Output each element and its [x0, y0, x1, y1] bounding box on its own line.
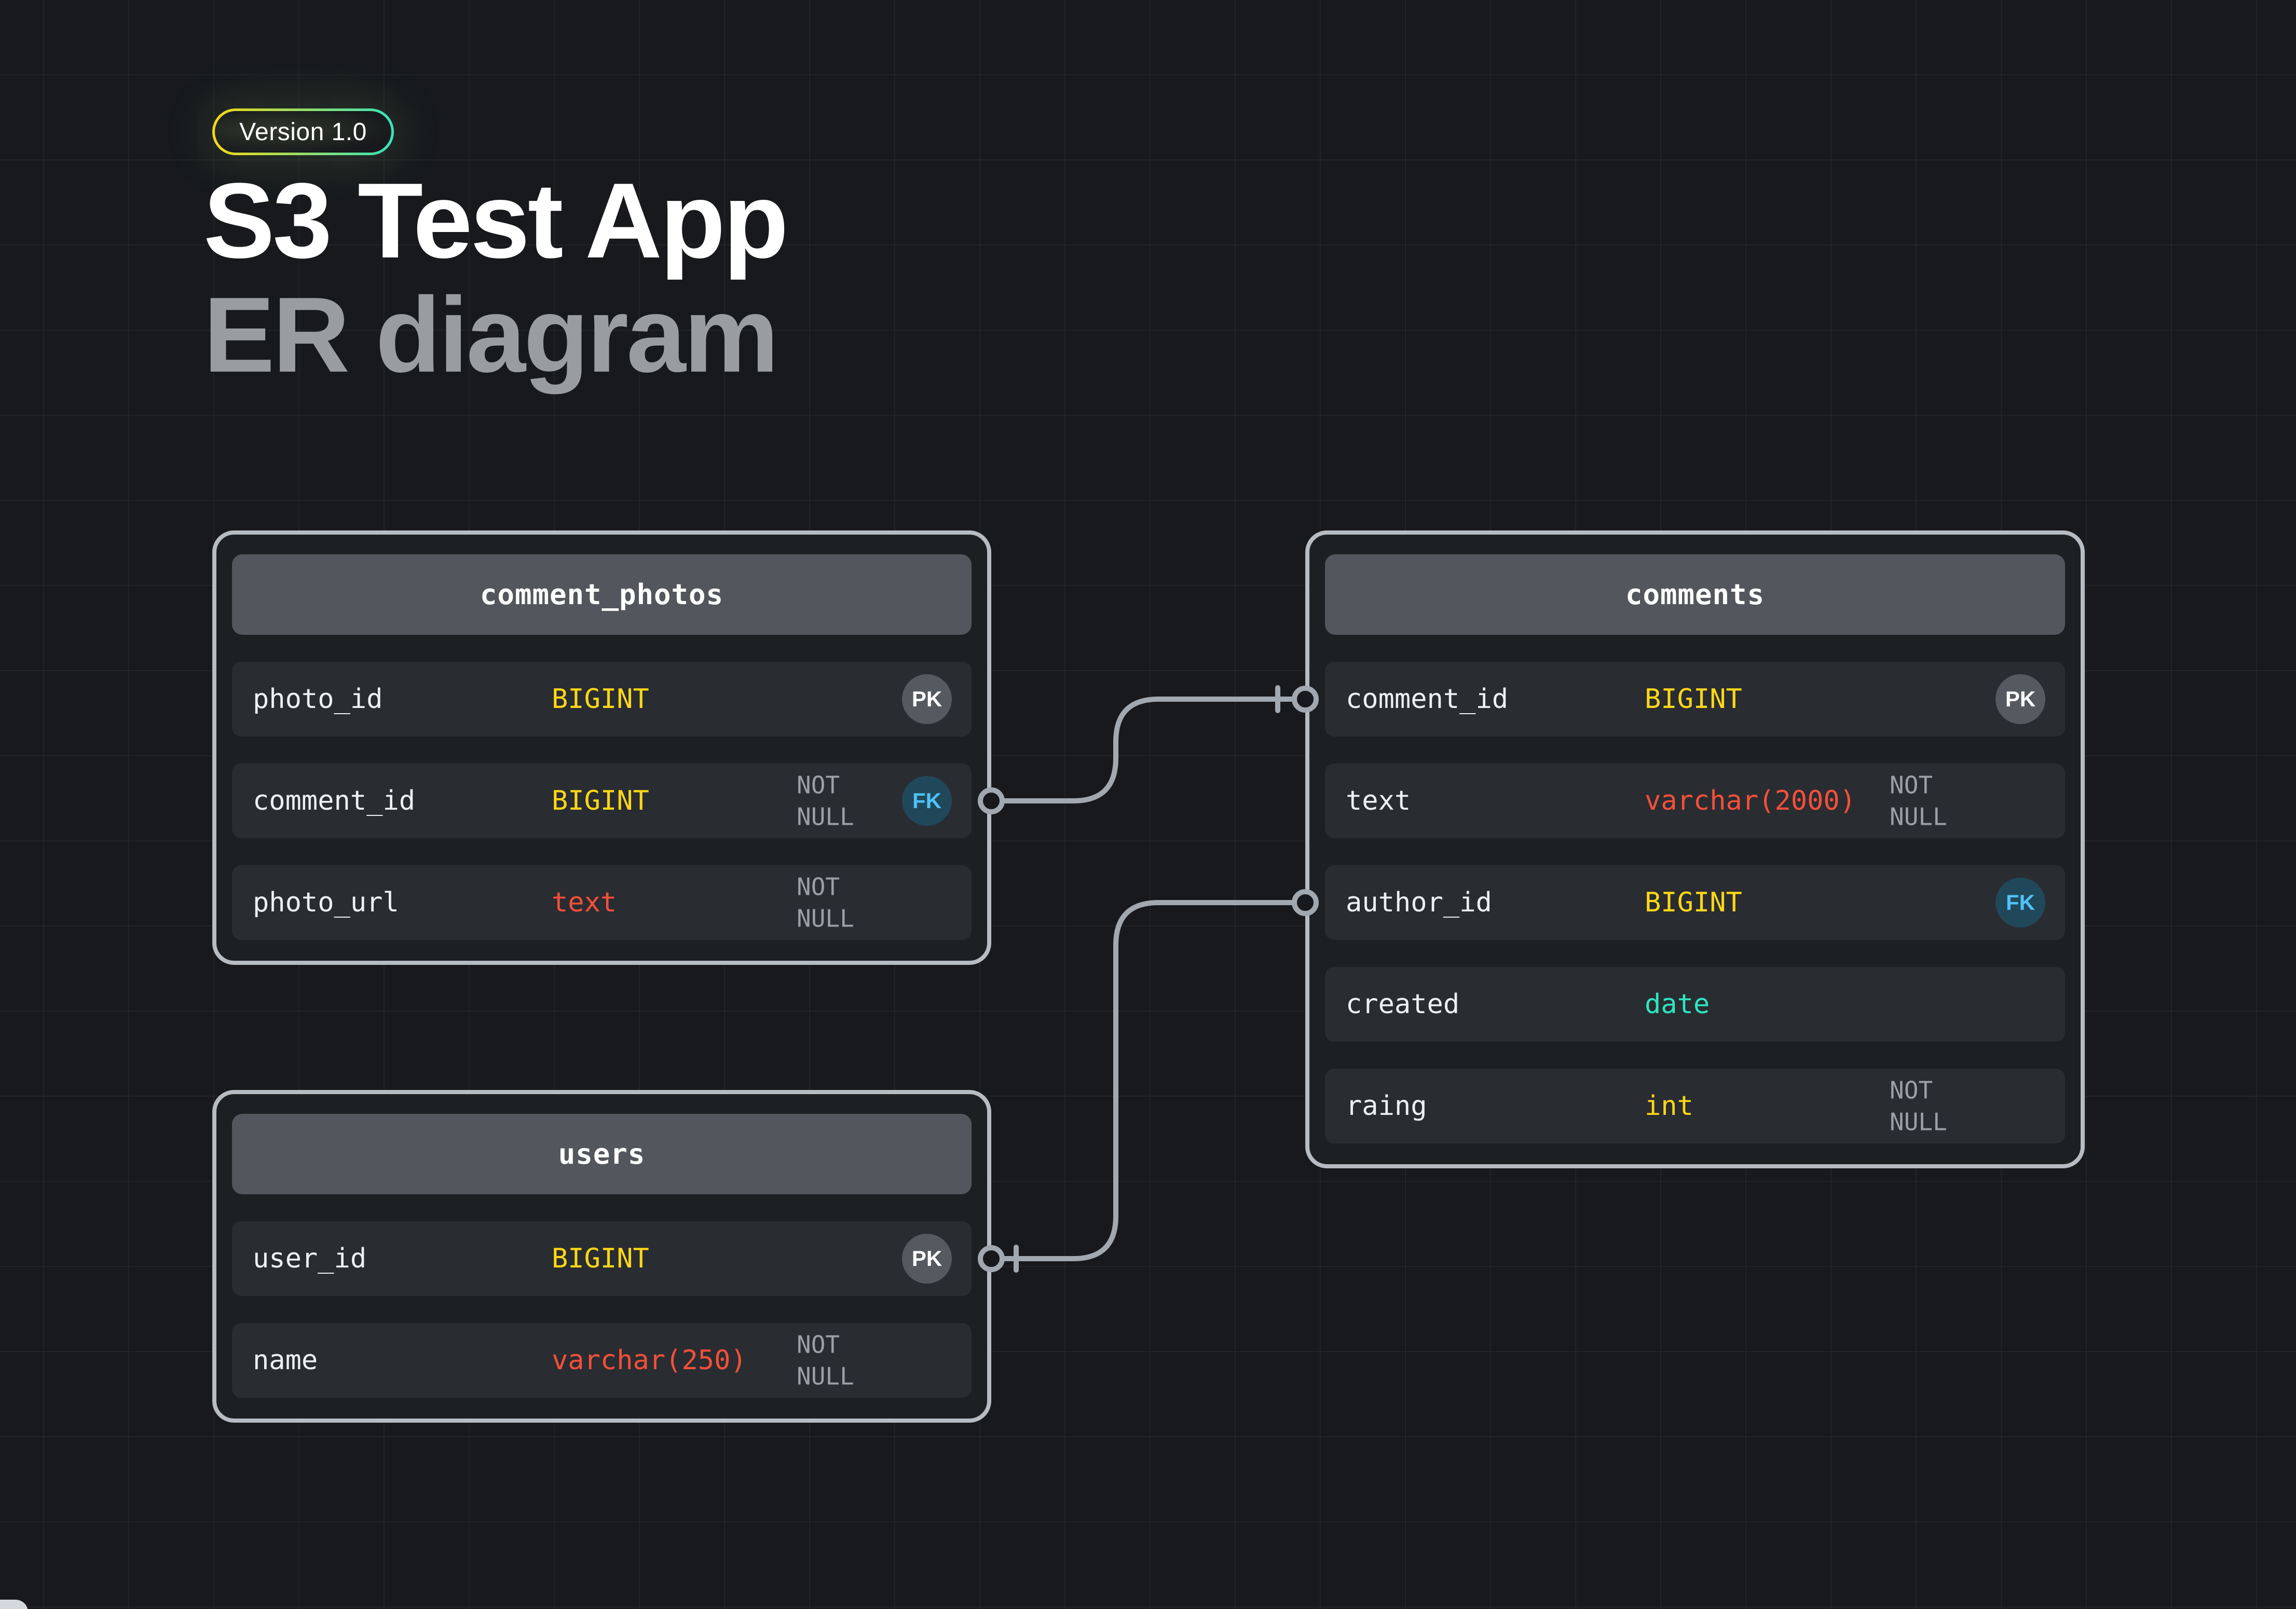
table-row: photo_url text NOT NULL: [232, 865, 972, 940]
column-type: text: [552, 887, 617, 918]
table-row: comment_id BIGINT NOT NULL FK: [232, 763, 972, 838]
column-constraint: NOT NULL: [797, 872, 854, 932]
column-type: BIGINT: [1645, 887, 1742, 918]
table-row: name varchar(250) NOT NULL: [232, 1323, 972, 1398]
table-row: comment_id BIGINT PK: [1325, 662, 2065, 737]
column-name: created: [1346, 989, 1460, 1020]
table-header-comment-photos: comment_photos: [232, 554, 972, 635]
table-row: author_id BIGINT FK: [1325, 865, 2065, 940]
version-badge-label: Version 1.0: [239, 118, 367, 146]
primary-key-badge: PK: [1996, 674, 2045, 724]
table-row: user_id BIGINT PK: [232, 1221, 972, 1296]
column-constraint: NOT NULL: [1890, 1076, 1947, 1136]
column-name: name: [253, 1345, 318, 1376]
column-name: photo_id: [253, 684, 383, 715]
column-type: BIGINT: [1645, 684, 1742, 715]
entity-table-comments[interactable]: comments comment_id BIGINT PK text varch…: [1305, 530, 2085, 1168]
table-header-users: users: [232, 1114, 972, 1194]
edge-users-comments: [989, 900, 1308, 1261]
clipped-corner-element: [0, 1600, 28, 1609]
column-name: comment_id: [1346, 684, 1509, 715]
column-constraint: NOT NULL: [797, 771, 854, 830]
column-name: text: [1346, 785, 1411, 816]
foreign-key-badge: FK: [1996, 878, 2045, 928]
entity-table-users[interactable]: users user_id BIGINT PK name varchar(250…: [212, 1090, 991, 1423]
column-type: varchar(250): [552, 1345, 747, 1376]
column-name: author_id: [1346, 887, 1492, 918]
column-type: BIGINT: [552, 684, 649, 715]
column-name: user_id: [253, 1243, 367, 1274]
table-row: photo_id BIGINT PK: [232, 662, 972, 737]
version-badge: Version 1.0: [212, 108, 394, 155]
entity-table-comment-photos[interactable]: comment_photos photo_id BIGINT PK commen…: [212, 530, 991, 965]
column-type: int: [1645, 1090, 1693, 1122]
table-header-comments: comments: [1325, 554, 2065, 635]
column-type: BIGINT: [552, 785, 649, 816]
column-constraint: NOT NULL: [1890, 771, 1947, 830]
foreign-key-badge: FK: [902, 776, 952, 826]
edge-commentphotos-comments: [989, 697, 1308, 803]
table-row: raing int NOT NULL: [1325, 1069, 2065, 1143]
primary-key-badge: PK: [902, 674, 952, 724]
page-title: S3 Test App: [203, 161, 789, 280]
column-type: date: [1645, 989, 1710, 1020]
column-name: comment_id: [253, 785, 416, 816]
page-subtitle: ER diagram: [203, 275, 779, 394]
column-constraint: NOT NULL: [797, 1330, 854, 1390]
primary-key-badge: PK: [902, 1234, 952, 1284]
column-type: BIGINT: [552, 1243, 649, 1274]
column-name: raing: [1346, 1090, 1427, 1122]
column-name: photo_url: [253, 887, 399, 918]
table-row: text varchar(2000) NOT NULL: [1325, 763, 2065, 838]
table-row: created date: [1325, 967, 2065, 1042]
column-type: varchar(2000): [1645, 785, 1856, 816]
